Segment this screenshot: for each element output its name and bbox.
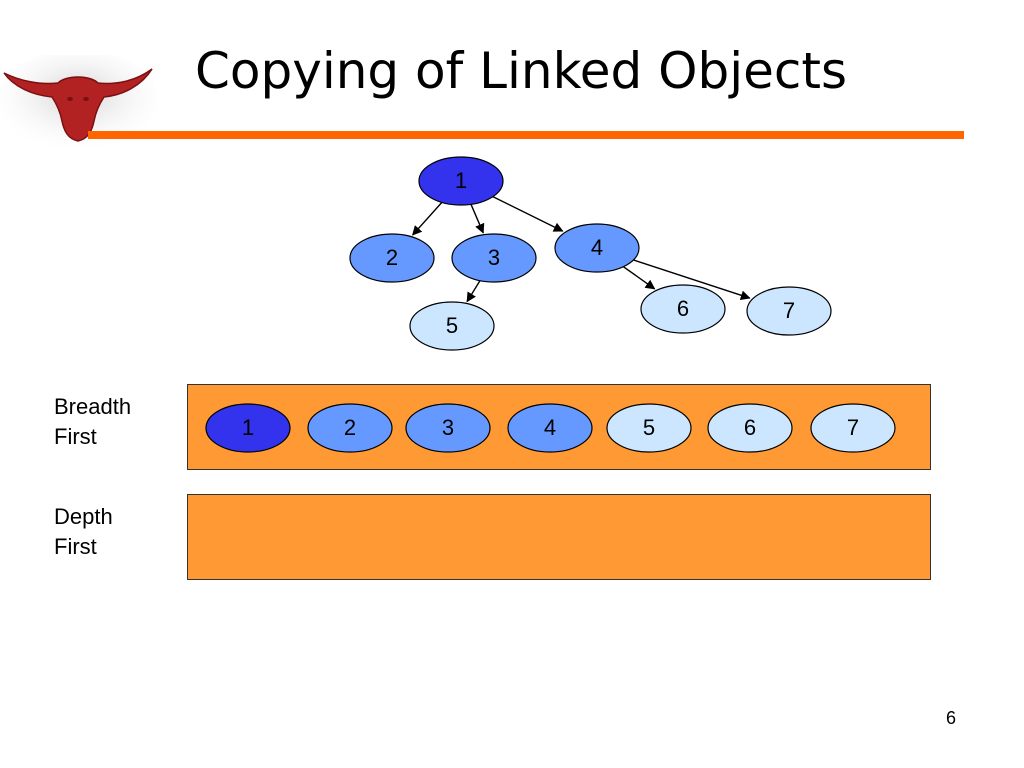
breadth-first-node-1-shape xyxy=(205,403,291,453)
slide-title: Copying of Linked Objects xyxy=(195,42,848,100)
breadth-first-node-4-label: 4 xyxy=(544,415,556,440)
edge-1-4 xyxy=(492,196,564,232)
tree-node-3-label: 3 xyxy=(488,245,500,270)
breadth-first-node-2-label: 2 xyxy=(344,415,356,440)
depth-first-label-line2: First xyxy=(54,534,97,559)
breadth-first-node-4: 4 xyxy=(507,403,593,453)
tree-node-3-shape xyxy=(451,233,537,283)
tree-node-1-label: 1 xyxy=(455,168,467,193)
breadth-first-node-3-shape xyxy=(405,403,491,453)
breadth-first-node-2: 2 xyxy=(307,403,393,453)
breadth-first-label-line2: First xyxy=(54,424,97,449)
tree-node-6-shape xyxy=(640,284,726,334)
breadth-first-node-1: 1 xyxy=(205,403,291,453)
page-number: 6 xyxy=(946,708,957,728)
tree-node-6-label: 6 xyxy=(677,296,689,321)
tree-node-2-shape xyxy=(349,233,435,283)
breadth-first-node-2-shape xyxy=(307,403,393,453)
breadth-first-node-1-label: 1 xyxy=(242,415,254,440)
tree-node-3: 3 xyxy=(451,233,537,283)
tree-node-5-label: 5 xyxy=(446,313,458,338)
breadth-first-node-7: 7 xyxy=(810,403,896,453)
breadth-first-node-5-label: 5 xyxy=(643,415,655,440)
tree-node-2-label: 2 xyxy=(386,245,398,270)
tree-node-4-label: 4 xyxy=(591,235,603,260)
depth-first-band xyxy=(187,494,931,580)
breadth-first-node-6-shape xyxy=(707,403,793,453)
breadth-first-node-7-shape xyxy=(810,403,896,453)
tree-node-7: 7 xyxy=(746,286,832,336)
breadth-first-node-6: 6 xyxy=(707,403,793,453)
breadth-first-node-6-label: 6 xyxy=(744,415,756,440)
tree-node-6: 6 xyxy=(640,284,726,334)
longhorn-logo-icon xyxy=(0,55,158,150)
edge-3-5 xyxy=(466,280,481,303)
tree-node-7-shape xyxy=(746,286,832,336)
breadth-first-label-line1: Breadth xyxy=(54,394,132,419)
tree-node-7-label: 7 xyxy=(783,298,795,323)
breadth-first-node-5-shape xyxy=(606,403,692,453)
tree-node-4: 4 xyxy=(554,223,640,273)
breadth-first-node-3-label: 3 xyxy=(442,415,454,440)
breadth-first-sequence: 1 2 3 4 5 6 7 xyxy=(205,403,896,453)
breadth-first-node-4-shape xyxy=(507,403,593,453)
tree-node-1-shape xyxy=(418,156,504,206)
edge-4-6 xyxy=(622,266,656,290)
breadth-first-node-3: 3 xyxy=(405,403,491,453)
breadth-first-node-5: 5 xyxy=(606,403,692,453)
tree-node-2: 2 xyxy=(349,233,435,283)
tree-node-5-shape xyxy=(409,301,495,351)
edge-1-2 xyxy=(412,201,443,236)
edge-1-3 xyxy=(470,204,485,234)
tree-node-4-shape xyxy=(554,223,640,273)
edge-4-7 xyxy=(633,259,751,300)
breadth-first-node-7-label: 7 xyxy=(847,415,859,440)
tree-node-1: 1 xyxy=(418,156,504,206)
depth-first-label-line1: Depth xyxy=(54,504,113,529)
title-underline xyxy=(88,131,964,139)
tree-node-5: 5 xyxy=(409,301,495,351)
